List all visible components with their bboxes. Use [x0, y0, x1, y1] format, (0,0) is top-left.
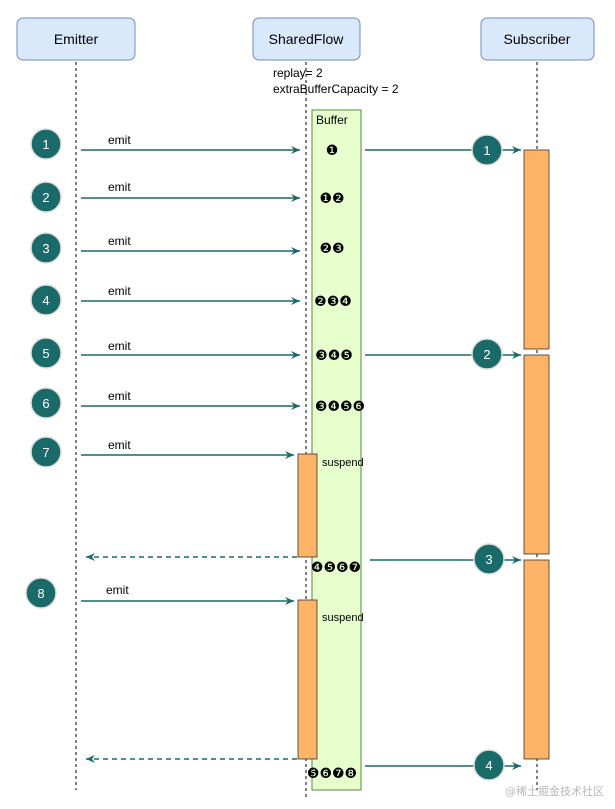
buffer-state-7: ❹❺❻❼: [311, 560, 361, 576]
emitter-step-6-label: 6: [42, 396, 49, 411]
buffer-state-3: ❷❸: [319, 241, 344, 257]
replay-config-label: replay= 2: [273, 66, 323, 80]
emit-label-8: emit: [106, 583, 129, 597]
suspend-label-1: suspend: [322, 457, 364, 469]
watermark: @稀土掘金技术社区: [505, 784, 604, 798]
emit-label-2: emit: [108, 180, 131, 194]
subscriber-step-1-label: 1: [483, 143, 490, 158]
buffer-state-2: ❶❷: [319, 191, 344, 207]
emitter-step-3-label: 3: [42, 241, 49, 256]
subscriber-step-3: 3: [473, 543, 505, 575]
buffer-state-8: ❺❻❼❽: [307, 766, 357, 782]
emitter-step-4: 4: [30, 284, 62, 316]
emitter-step-5: 5: [30, 337, 62, 369]
buffer-state-6: ❸❹❺❻: [315, 399, 365, 415]
subscriber-step-4-label: 4: [485, 758, 492, 773]
subscriber-activation-3: [523, 559, 550, 760]
buffer-state-1: ❶: [326, 143, 339, 159]
emitter-step-6: 6: [30, 387, 62, 419]
subscriber-step-2: 2: [471, 338, 503, 370]
subscriber-step-1: 1: [471, 134, 503, 166]
emit-label-5: emit: [108, 339, 131, 353]
sharedflow-actor-label: SharedFlow: [269, 31, 345, 47]
suspend-label-2: suspend: [322, 612, 364, 624]
emitter-step-8-label: 8: [37, 586, 44, 601]
emit-label-4: emit: [108, 284, 131, 298]
emit-label-6: emit: [108, 389, 131, 403]
emitter-actor[interactable]: Emitter: [16, 17, 136, 61]
emitter-actor-label: Emitter: [54, 31, 99, 47]
emit-label-7: emit: [108, 438, 131, 452]
emitter-step-5-label: 5: [42, 346, 49, 361]
subscriber-step-4: 4: [473, 749, 505, 781]
subscriber-activation-2: [523, 354, 550, 555]
emitter-step-2: 2: [30, 181, 62, 213]
emit-label-1: emit: [108, 133, 131, 147]
subscriber-step-3-label: 3: [485, 552, 492, 567]
emitter-step-4-label: 4: [42, 293, 49, 308]
emitter-step-3: 3: [30, 232, 62, 264]
emitter-step-7: 7: [30, 436, 62, 468]
sharedflow-actor[interactable]: SharedFlow: [252, 17, 361, 61]
emitter-step-7-label: 7: [42, 445, 49, 460]
emitter-step-2-label: 2: [42, 190, 49, 205]
emitter-step-1-label: 1: [42, 137, 49, 152]
suspend-bar-2: [297, 599, 318, 760]
emitter-step-1: 1: [30, 128, 62, 160]
subscriber-step-2-label: 2: [483, 347, 490, 362]
buffer-title: Buffer: [316, 113, 348, 127]
buffer-column: [311, 109, 362, 791]
subscriber-actor-label: Subscriber: [504, 31, 571, 47]
emit-label-3: emit: [108, 234, 131, 248]
subscriber-actor[interactable]: Subscriber: [480, 17, 595, 61]
buffer-state-4: ❷❸❹: [314, 294, 352, 310]
emitter-step-8: 8: [25, 577, 57, 609]
suspend-bar-1: [297, 453, 318, 558]
extra-buffer-config-label: extraBufferCapacity = 2: [273, 82, 399, 96]
buffer-state-5: ❸❹❺: [315, 348, 353, 364]
subscriber-activation-1: [523, 149, 550, 350]
